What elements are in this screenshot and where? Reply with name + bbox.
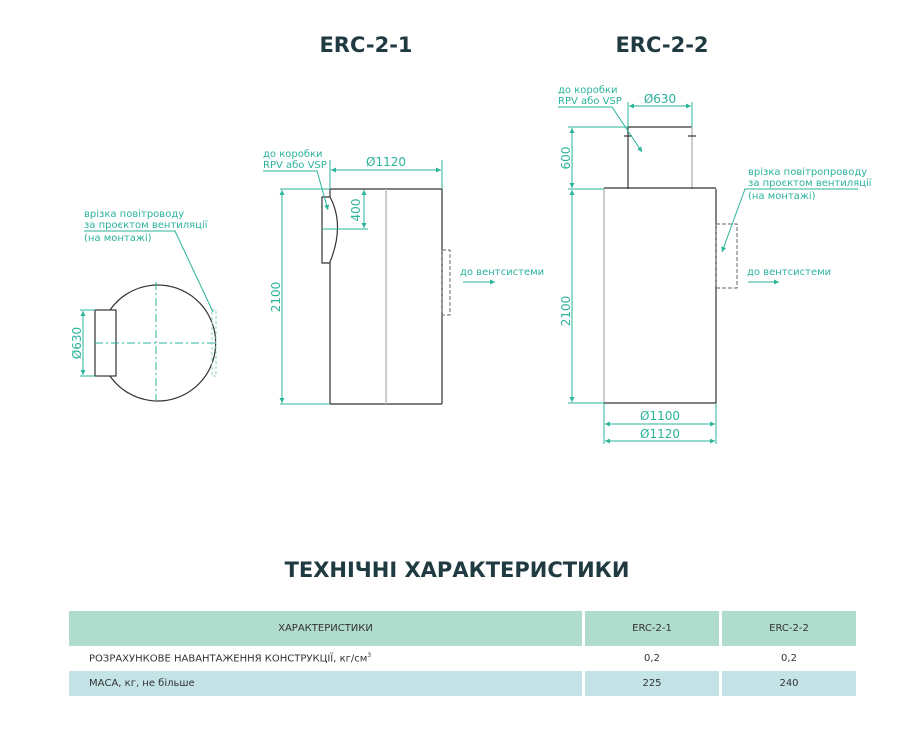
- row-value-erc21: 0,2: [644, 653, 660, 664]
- dim-outer-diameter: Ø1120: [640, 427, 680, 441]
- label-box-line2: RPV або VSP: [558, 96, 622, 107]
- header-erc21: ERC-2-1: [585, 611, 719, 646]
- label-cut-line2: за проєктом вентиляції: [84, 219, 208, 231]
- dim-duct-diameter: Ø630: [70, 327, 84, 359]
- row-value-erc22: 240: [722, 671, 856, 696]
- dim-pipe-height: 600: [559, 147, 573, 170]
- label-cut-line1: врізка повітроводу: [84, 208, 184, 220]
- row-value-erc21: 225: [585, 671, 719, 696]
- dim-height: 2100: [269, 282, 283, 313]
- label-vent: до вентсистеми: [460, 267, 544, 278]
- specs-table: ХАРАКТЕРИСТИКИ ERC-2-1 ERC-2-2 РОЗРАХУНК…: [66, 611, 859, 696]
- technical-drawing: ERC-2-1 ERC-2-2 Ø630 врізка повітроводу …: [70, 33, 872, 444]
- specs-title: ТЕХНІЧНІ ХАРАКТЕРИСТИКИ: [284, 558, 630, 582]
- dim-box: 400: [349, 199, 363, 222]
- label-box-line1: до коробки: [558, 85, 618, 96]
- row-name: РОЗРАХУНКОВЕ НАВАНТАЖЕННЯ КОНСТРУКЦІЇ, к…: [69, 646, 582, 671]
- label-cut-line2: за проєктом вентиляції: [748, 177, 872, 189]
- dim-height: 2100: [559, 296, 573, 327]
- erc21-side-view: Ø1120 2100 400 до коробки RPV або VSP до…: [263, 149, 544, 405]
- row-name-text: РОЗРАХУНКОВЕ НАВАНТАЖЕННЯ КОНСТРУКЦІЇ, к…: [89, 653, 368, 665]
- label-cut-line1: врізка повітропроводу: [748, 166, 867, 178]
- label-vent: до вентсистеми: [747, 267, 831, 278]
- dim-diameter: Ø1120: [366, 155, 406, 169]
- erc21-title: ERC-2-1: [319, 33, 412, 57]
- table-row: МАСА, кг, не більше 225 240: [69, 671, 856, 696]
- label-cut-line3: (на монтажі): [84, 232, 152, 244]
- erc22-title: ERC-2-2: [615, 33, 708, 57]
- label-box-line2: RPV або VSP: [263, 160, 327, 171]
- row-name: МАСА, кг, не більше: [69, 671, 582, 696]
- header-characteristics: ХАРАКТЕРИСТИКИ: [69, 611, 582, 646]
- header-erc22: ERC-2-2: [722, 611, 856, 646]
- row-name-sup: 3: [367, 652, 372, 660]
- dim-pipe-diameter: Ø630: [644, 92, 676, 106]
- row-value-erc22: 0,2: [781, 653, 797, 664]
- label-cut-line3: (на монтажі): [748, 190, 816, 202]
- erc22-side-view: Ø630 600 2100 Ø1100 Ø1120 до коробки RPV…: [558, 85, 872, 444]
- table-header: ХАРАКТЕРИСТИКИ ERC-2-1 ERC-2-2: [69, 611, 856, 646]
- table-row: РОЗРАХУНКОВЕ НАВАНТАЖЕННЯ КОНСТРУКЦІЇ, к…: [69, 646, 856, 671]
- dim-inner-diameter: Ø1100: [640, 409, 680, 423]
- erc21-plan-view: Ø630 врізка повітроводу за проєктом вент…: [70, 208, 217, 402]
- label-box-line1: до коробки: [263, 149, 323, 160]
